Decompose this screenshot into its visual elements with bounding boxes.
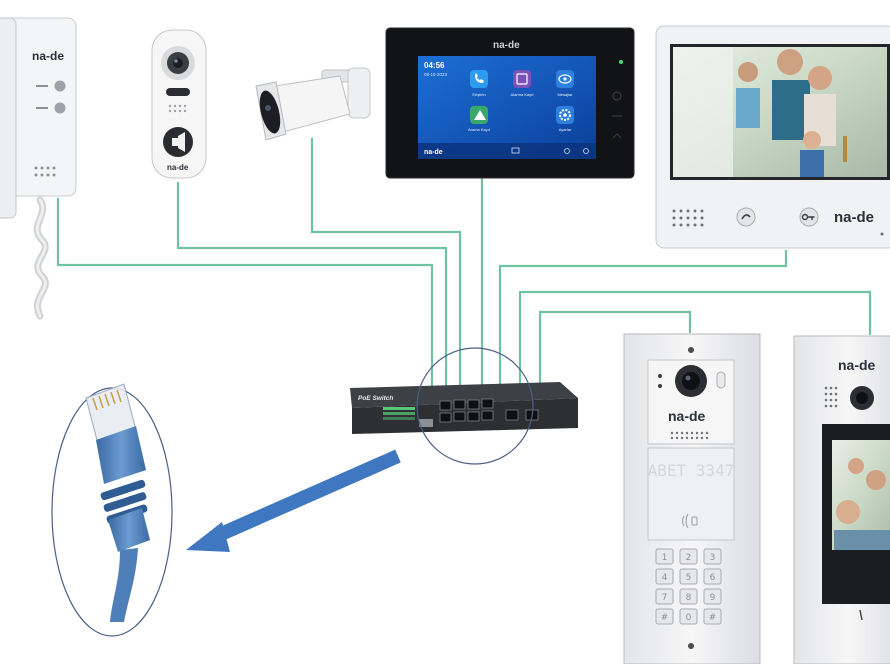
bullet-camera (255, 67, 371, 141)
keypad-key (679, 608, 698, 625)
cable-handset (56, 198, 434, 388)
monitor-side-icons (612, 91, 622, 139)
handset-speaker-grille (34, 166, 56, 177)
switch-highlight-circle (416, 347, 534, 465)
monitor-time: 04:56 (424, 61, 445, 70)
monitor-app-intercom: Eriştirin (470, 70, 488, 97)
keypad-key-label: 9 (710, 593, 716, 603)
audio-handset-unit: na-de (0, 17, 77, 320)
svg-text:Mesajlar: Mesajlar (557, 92, 573, 97)
keypad-panel-brand: na-de (668, 408, 706, 424)
poe-switch: PoE Switch (350, 382, 578, 434)
indoor-monitor-black: na-de 04:56 08-15-2023 Eriştirin Alarma … (385, 27, 635, 179)
svg-text:Arama Kayıt: Arama Kayıt (468, 127, 491, 132)
keypad-key-label: 3 (710, 553, 716, 563)
monitor-app-alarm: Alarma Kayıt (511, 70, 535, 97)
monitor-white-brand: na-de (834, 209, 874, 226)
keypad-key (703, 548, 722, 565)
direction-arrow (186, 449, 401, 552)
handset-key-icon (36, 80, 66, 92)
handset-call-icon (36, 102, 66, 114)
keypad-key-label: 6 (710, 573, 716, 583)
svg-text:Alarma Kayıt: Alarma Kayıt (511, 92, 535, 97)
keypad-key-label: # (661, 613, 669, 623)
keypad-key (655, 548, 674, 565)
video-panel-speaker (824, 386, 838, 408)
cable-camera (310, 138, 462, 388)
cable-panel-far (518, 290, 872, 388)
gear-icon (559, 109, 571, 121)
door-station-small: na-de (151, 29, 207, 179)
keypad-key (703, 568, 722, 585)
monitor-screen-brand: na-de (424, 149, 443, 156)
power-icon (583, 148, 589, 154)
keypad-key (655, 568, 674, 585)
keypad-key (655, 608, 674, 625)
svg-text:Ayarlar: Ayarlar (559, 127, 572, 132)
cable-panel-keypad (538, 310, 692, 388)
eye-icon (558, 74, 572, 84)
phone-icon (475, 73, 484, 83)
keypad-key (679, 588, 698, 605)
cable-doorbell (176, 182, 448, 388)
indoor-monitor-white: na-de (655, 25, 890, 249)
video-panel-brand: na-de (838, 357, 876, 373)
keypad-key (679, 568, 698, 585)
keypad-key-label: 7 (662, 593, 668, 603)
monitor-app-settings: Ayarlar (556, 106, 574, 132)
rfid-icon (682, 513, 698, 529)
keypad-key (655, 588, 674, 605)
rj45-connector (85, 383, 150, 622)
switch-leds (383, 407, 415, 420)
keypad-display-text: ABET 3347 (648, 461, 735, 480)
monitor-date: 08-15-2023 (424, 72, 448, 77)
record-icon (516, 73, 528, 85)
keypad-key-label: 5 (686, 573, 692, 583)
monitor-white-call-icon (741, 214, 751, 220)
keypad-key-label: 4 (662, 573, 668, 583)
door-station-brand: na-de (167, 163, 189, 172)
monitor-app-messages: Mesajlar (556, 70, 574, 97)
monitor-white-speaker (672, 209, 704, 227)
monitor-top-brand: na-de (493, 40, 520, 51)
keypad-key (679, 548, 698, 565)
power-port (419, 419, 433, 427)
door-station-speaker (168, 104, 187, 113)
svg-text:Eriştirin: Eriştirin (472, 92, 485, 97)
keypad-key (703, 608, 722, 625)
cable-monitor-right (498, 250, 788, 388)
monitor-app-call-log: Arama Kayıt (468, 106, 491, 132)
keypad-key-label: # (709, 613, 717, 623)
outdoor-keypad-panel: na-de ABET 3347 1 2 3 4 5 6 7 8 9 #0 # (623, 333, 761, 664)
cables (56, 138, 872, 388)
log-icon (474, 110, 486, 120)
keypad-display-area (647, 447, 735, 541)
keypad-key-label: 0 (686, 613, 692, 623)
monitor-white-key-icon (801, 213, 815, 221)
keypad: 1 2 3 4 5 6 7 8 9 #0 # (655, 548, 722, 625)
outdoor-video-panel: na-de (793, 335, 890, 664)
keypad-panel-speaker (670, 431, 709, 440)
home-icon (511, 147, 520, 154)
bell-icon (172, 132, 185, 152)
handset-brand: na-de (32, 49, 64, 63)
keypad-key-label: 2 (686, 553, 692, 563)
switch-label: PoE Switch (358, 395, 393, 402)
keypad-key (703, 588, 722, 605)
keypad-key-label: 1 (662, 553, 668, 563)
keypad-key-label: 8 (686, 593, 692, 603)
